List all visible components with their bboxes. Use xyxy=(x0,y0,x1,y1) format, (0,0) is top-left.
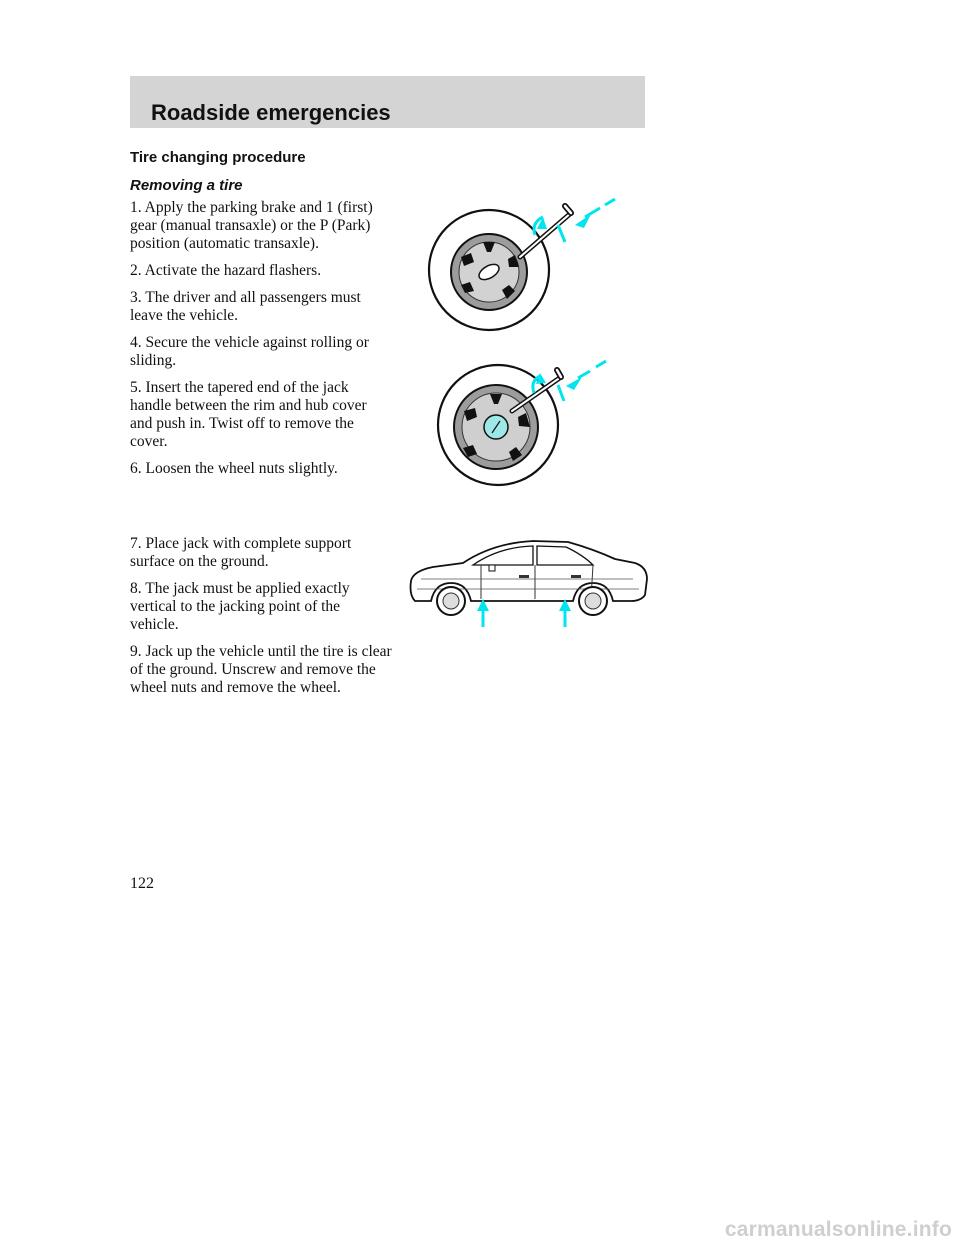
vehicle-jacking-points-illustration xyxy=(409,540,648,627)
steps-list-removal: 1. Apply the parking brake and 1 (first)… xyxy=(130,199,392,487)
section-header: Roadside emergencies xyxy=(130,76,645,128)
step-2: 2. Activate the hazard flashers. xyxy=(130,262,322,279)
step-9: 9. Jack up the vehicle until the tire is… xyxy=(130,643,392,696)
section-title: Tire changing procedure xyxy=(130,149,306,166)
page-number: 122 xyxy=(130,875,154,892)
step-1: 1. Apply the parking brake and 1 (first)… xyxy=(130,199,373,252)
hubcap-removal-illustration xyxy=(427,197,616,332)
step-3: 3. The driver and all passengers must le… xyxy=(130,289,361,324)
step-7: 7. Place jack with complete support surf… xyxy=(130,535,352,570)
section-subtitle: Removing a tire xyxy=(130,177,243,194)
step-5: 5. Insert the tapered end of the jack ha… xyxy=(130,379,367,450)
page-title: Roadside emergencies xyxy=(151,100,391,125)
step-4: 4. Secure the vehicle against rolling or… xyxy=(130,334,369,369)
wheel-nut-loosening-illustration xyxy=(436,359,607,487)
steps-list-jacking: 7. Place jack with complete support surf… xyxy=(130,535,392,706)
watermark: carmanualsonline.info xyxy=(724,1218,952,1241)
step-6: 6. Loosen the wheel nuts slightly. xyxy=(130,460,338,477)
step-8: 8. The jack must be applied exactly vert… xyxy=(130,580,350,633)
